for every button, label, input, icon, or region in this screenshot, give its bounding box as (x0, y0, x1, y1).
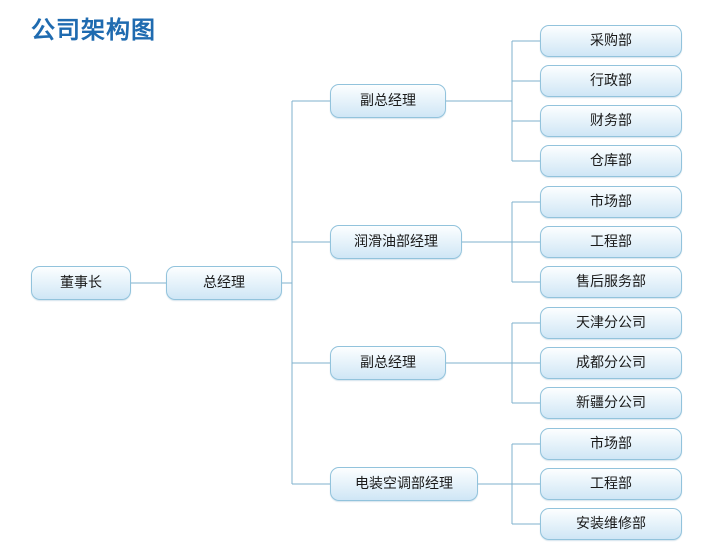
node-dept-branch1-2[interactable]: 财务部 (540, 105, 682, 137)
node-general-manager[interactable]: 总经理 (166, 266, 282, 300)
node-manager-branch2[interactable]: 润滑油部经理 (330, 225, 462, 259)
node-dept-branch4-0[interactable]: 市场部 (540, 428, 682, 460)
node-chairman[interactable]: 董事长 (31, 266, 131, 300)
node-dept-branch3-0[interactable]: 天津分公司 (540, 307, 682, 339)
node-manager-branch4[interactable]: 电装空调部经理 (330, 467, 478, 501)
node-dept-branch2-1[interactable]: 工程部 (540, 226, 682, 258)
node-dept-branch4-1[interactable]: 工程部 (540, 468, 682, 500)
node-dept-branch3-1[interactable]: 成都分公司 (540, 347, 682, 379)
node-dept-branch1-0[interactable]: 采购部 (540, 25, 682, 57)
node-dept-branch2-0[interactable]: 市场部 (540, 186, 682, 218)
page-title: 公司架构图 (31, 16, 156, 44)
node-dept-branch3-2[interactable]: 新疆分公司 (540, 387, 682, 419)
node-dept-branch1-1[interactable]: 行政部 (540, 65, 682, 97)
node-dept-branch2-2[interactable]: 售后服务部 (540, 266, 682, 298)
node-dept-branch1-3[interactable]: 仓库部 (540, 145, 682, 177)
node-manager-branch1[interactable]: 副总经理 (330, 84, 446, 118)
node-manager-branch3[interactable]: 副总经理 (330, 346, 446, 380)
node-dept-branch4-2[interactable]: 安装维修部 (540, 508, 682, 540)
